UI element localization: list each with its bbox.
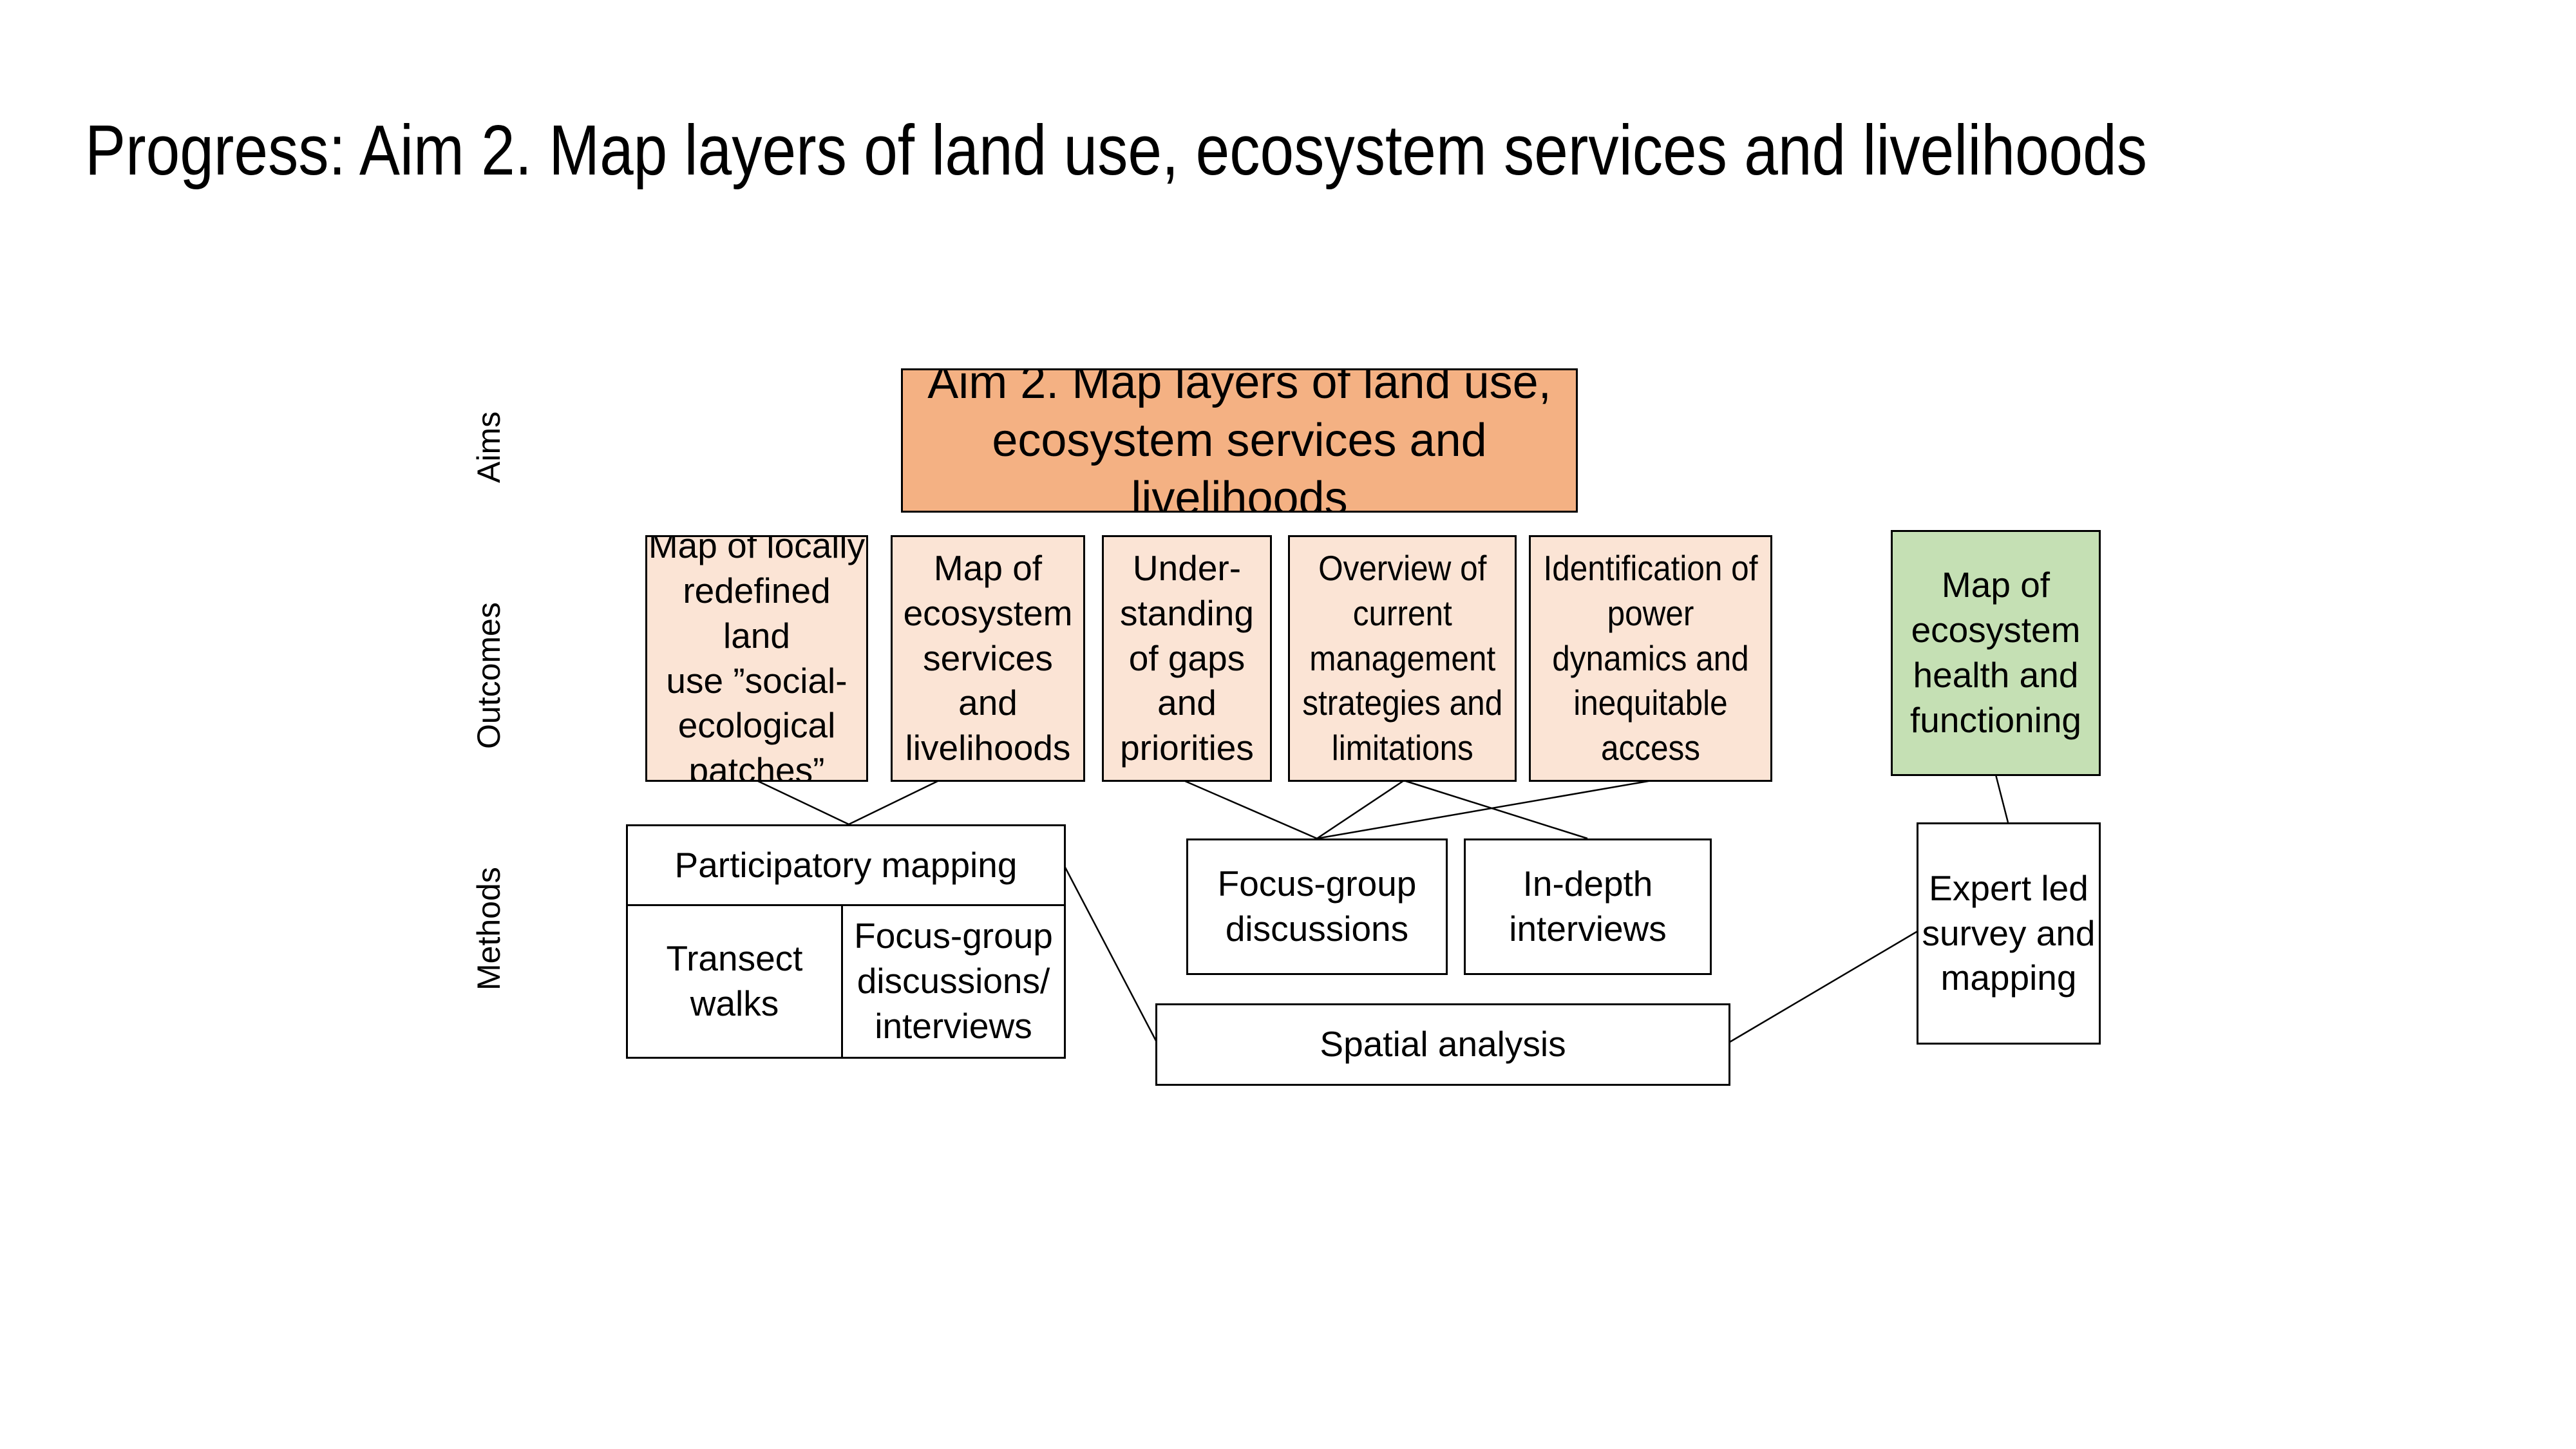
- connector-line: [1994, 774, 2009, 823]
- aim-line: ecosystem services and livelihoods: [992, 415, 1487, 513]
- outcome-text-line: limitations: [1331, 728, 1473, 768]
- method-spatial-analysis: Spatial analysis: [1155, 1003, 1730, 1086]
- outcome-text-line: Overview of: [1318, 547, 1487, 588]
- outcome-text-line: livelihoods: [905, 728, 1071, 768]
- method-label: interviews: [875, 1005, 1032, 1046]
- outcome-text-line: health and: [1913, 655, 2079, 695]
- method-fg-discussions-interviews: Focus-group discussions/ interviews: [841, 904, 1066, 1059]
- connector-line: [1729, 929, 1920, 1043]
- method-label: Transect: [666, 938, 803, 979]
- connector-line: [848, 779, 940, 826]
- method-participatory-mapping: Participatory mapping: [626, 824, 1066, 906]
- outcome-text-line: Identification of: [1543, 547, 1758, 588]
- outcome-text-line: Map of locally: [648, 535, 866, 565]
- method-label: discussions/: [857, 961, 1050, 1001]
- outcome-text-line: ecosystem: [903, 592, 1073, 633]
- method-expert-led-survey: Expert led survey and mapping: [1917, 822, 2101, 1045]
- method-label: In-depth: [1522, 864, 1653, 904]
- connector-line: [1403, 779, 1588, 840]
- outcome-text-line: and: [958, 683, 1018, 723]
- outcome-power-dynamics: Identification of power dynamics and ine…: [1529, 535, 1772, 782]
- method-label: Participatory mapping: [674, 844, 1018, 885]
- aim-line: Aim 2. Map layers of land use,: [927, 368, 1551, 408]
- outcome-text-line: Map of: [1941, 565, 2050, 605]
- aim-2-box: Aim 2. Map layers of land use, ecosystem…: [901, 368, 1578, 513]
- outcome-text-line: ecological: [677, 705, 836, 746]
- outcome-gaps-priorities: Under- standing of gaps and priorities: [1102, 535, 1272, 782]
- method-label: interviews: [1509, 909, 1667, 949]
- outcome-management-strategies: Overview of current management strategie…: [1288, 535, 1517, 782]
- method-label: Focus-group: [1217, 864, 1417, 904]
- outcome-text-line: ecosystem: [1911, 610, 2081, 650]
- connector-line: [1316, 779, 1653, 840]
- outcome-text-line: of gaps: [1128, 638, 1245, 678]
- outcome-text-line: Under-: [1132, 547, 1242, 588]
- method-label: Expert led: [1929, 867, 2088, 908]
- method-label: discussions: [1225, 909, 1409, 949]
- method-label: mapping: [1940, 958, 2077, 998]
- slide-title: Progress: Aim 2. Map layers of land use,…: [85, 111, 2148, 190]
- outcome-text-line: functioning: [1909, 699, 2082, 740]
- outcome-text-line: inequitable: [1573, 683, 1728, 723]
- method-label: Spatial analysis: [1320, 1024, 1566, 1065]
- method-focus-group-discussions: Focus-group discussions: [1186, 838, 1448, 975]
- outcome-text-line: patches”: [688, 750, 825, 782]
- outcome-text-line: services: [923, 638, 1053, 678]
- method-transect-walks: Transect walks: [626, 904, 843, 1059]
- outcome-text-line: dynamics and: [1552, 638, 1749, 678]
- outcome-ecosystem-health: Map of ecosystem health and functioning: [1891, 530, 2101, 776]
- connector-line: [1063, 866, 1158, 1043]
- outcome-text-line: management: [1309, 638, 1495, 678]
- method-label: survey and: [1922, 913, 2096, 953]
- outcome-land-use-patches: Map of locally redefined land use ”socia…: [645, 535, 868, 782]
- outcome-text-line: redefined land: [683, 570, 831, 656]
- outcome-text-line: priorities: [1120, 728, 1254, 768]
- outcome-text-line: strategies and: [1302, 683, 1502, 723]
- connector-line: [1183, 779, 1318, 840]
- method-label: Focus-group: [854, 916, 1053, 956]
- outcome-ecosystem-services-map: Map of ecosystem services and livelihood…: [891, 535, 1085, 782]
- outcome-text-line: standing: [1120, 592, 1254, 633]
- outcome-text-line: use ”social-: [666, 660, 848, 701]
- connector-line: [1316, 779, 1405, 840]
- outcome-text-line: access: [1600, 728, 1701, 768]
- outcome-text-line: and: [1157, 683, 1217, 723]
- outcome-text-line: power: [1607, 592, 1694, 633]
- outcome-text-line: current: [1352, 592, 1452, 633]
- connector-line: [756, 779, 849, 826]
- method-label: walks: [690, 983, 779, 1023]
- method-in-depth-interviews: In-depth interviews: [1464, 838, 1712, 975]
- outcome-text-line: Map of: [933, 547, 1043, 588]
